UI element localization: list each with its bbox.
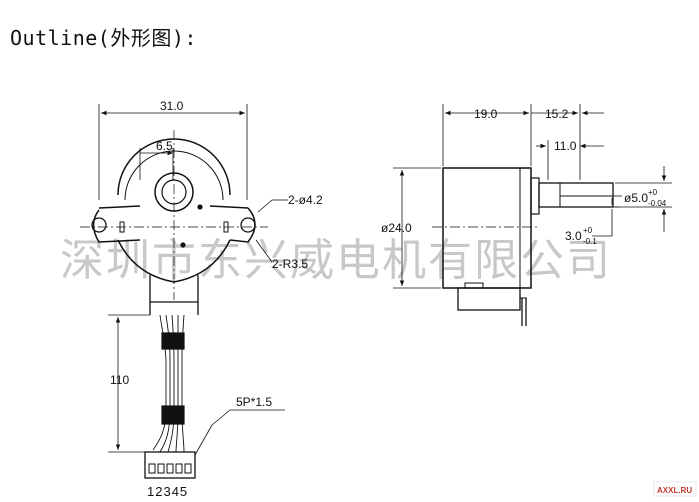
corner-badge: AXXL.RU	[657, 486, 692, 495]
flat-length-dimension: 11.0	[554, 139, 577, 153]
radius-label: 2-R3.5	[272, 257, 308, 271]
offset-dimension: 6.5	[156, 139, 173, 153]
page-title: Outline(外形图):	[10, 26, 197, 50]
body-diameter-label: ø24.0	[381, 221, 412, 235]
side-view	[393, 104, 672, 326]
pin-numbers: 12345	[147, 484, 188, 499]
width-dimension: 31.0	[160, 99, 184, 113]
connector-label: 5P*1.5	[236, 395, 272, 409]
body-length-dimension: 19.0	[474, 107, 498, 121]
front-view	[80, 104, 288, 479]
shaft-tolerance-upper: +0	[648, 188, 658, 197]
shaft-length-dimension: 15.2	[545, 107, 569, 121]
badge-box	[653, 481, 697, 497]
shaft-diameter-label: ø5.0	[624, 191, 648, 205]
hole-label: 2-ø4.2	[288, 193, 323, 207]
watermark-text: 深圳市东兴威电机有限公司	[60, 235, 612, 286]
shaft-tolerance-lower: -0.04	[648, 199, 667, 208]
lead-length-dimension: 110	[110, 373, 129, 387]
flat-tolerance-lower: -0.1	[583, 237, 597, 246]
flat-tolerance-upper: +0	[583, 226, 593, 235]
flat-label: 3.0	[565, 229, 582, 243]
